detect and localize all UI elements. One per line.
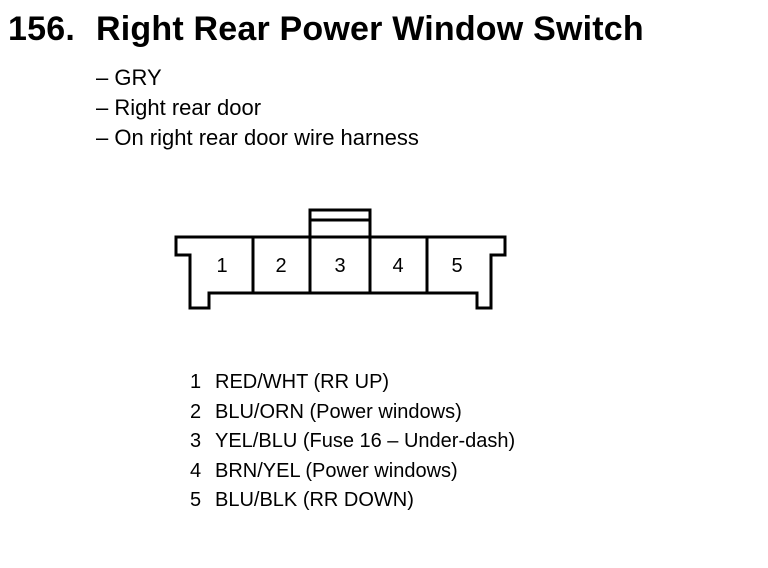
pin-label-5: 5 [451, 255, 462, 277]
pinout-desc: BLU/ORN (Power windows) [215, 400, 462, 423]
pinout-row: 4 BRN/YEL (Power windows) [190, 457, 515, 487]
pinout-desc: BLU/BLK (RR DOWN) [215, 489, 414, 511]
connector-harness: – On right rear door wire harness [96, 125, 419, 150]
pinout-row: 3 YEL/BLU (Fuse 16 – Under-dash) [190, 427, 515, 457]
pinout-list: 1 RED/WHT (RR UP) 2 BLU/ORN (Power windows… [190, 368, 515, 516]
pinout-row: 1 RED/WHT (RR UP) [190, 368, 515, 398]
pin-label-2: 2 [275, 255, 286, 277]
connector-details: – GRY – Right rear door – On right rear … [96, 63, 419, 153]
pinout-desc: RED/WHT (RR UP) [215, 371, 390, 393]
pinout-pin: 1 [190, 371, 202, 393]
pinout-pin: 3 [190, 430, 202, 452]
pinout-pin: 4 [190, 459, 202, 482]
section-title: Right Rear Power Window Switch [96, 10, 644, 48]
pinout-row: 5 BLU/BLK (RR DOWN) [190, 486, 515, 516]
page-title: 156. Right Rear Power Window Switch [8, 10, 644, 49]
pinout-desc: YEL/BLU (Fuse 16 – Under-dash) [215, 430, 516, 452]
locking-tab [308, 208, 372, 239]
pin-label-4: 4 [392, 255, 403, 277]
connector-housing [174, 235, 507, 310]
pinout-desc: BRN/YEL (Power windows) [215, 459, 458, 482]
pin-label-1: 1 [216, 255, 227, 277]
pinout-pin: 2 [190, 400, 202, 423]
pin-label-3: 3 [334, 255, 345, 277]
connector-color: – GRY [96, 65, 162, 90]
connector-location: – Right rear door [96, 95, 262, 120]
pinout-row: 2 BLU/ORN (Power windows) [190, 398, 515, 428]
pinout-pin: 5 [190, 489, 202, 511]
section-number: 156. [8, 10, 75, 48]
